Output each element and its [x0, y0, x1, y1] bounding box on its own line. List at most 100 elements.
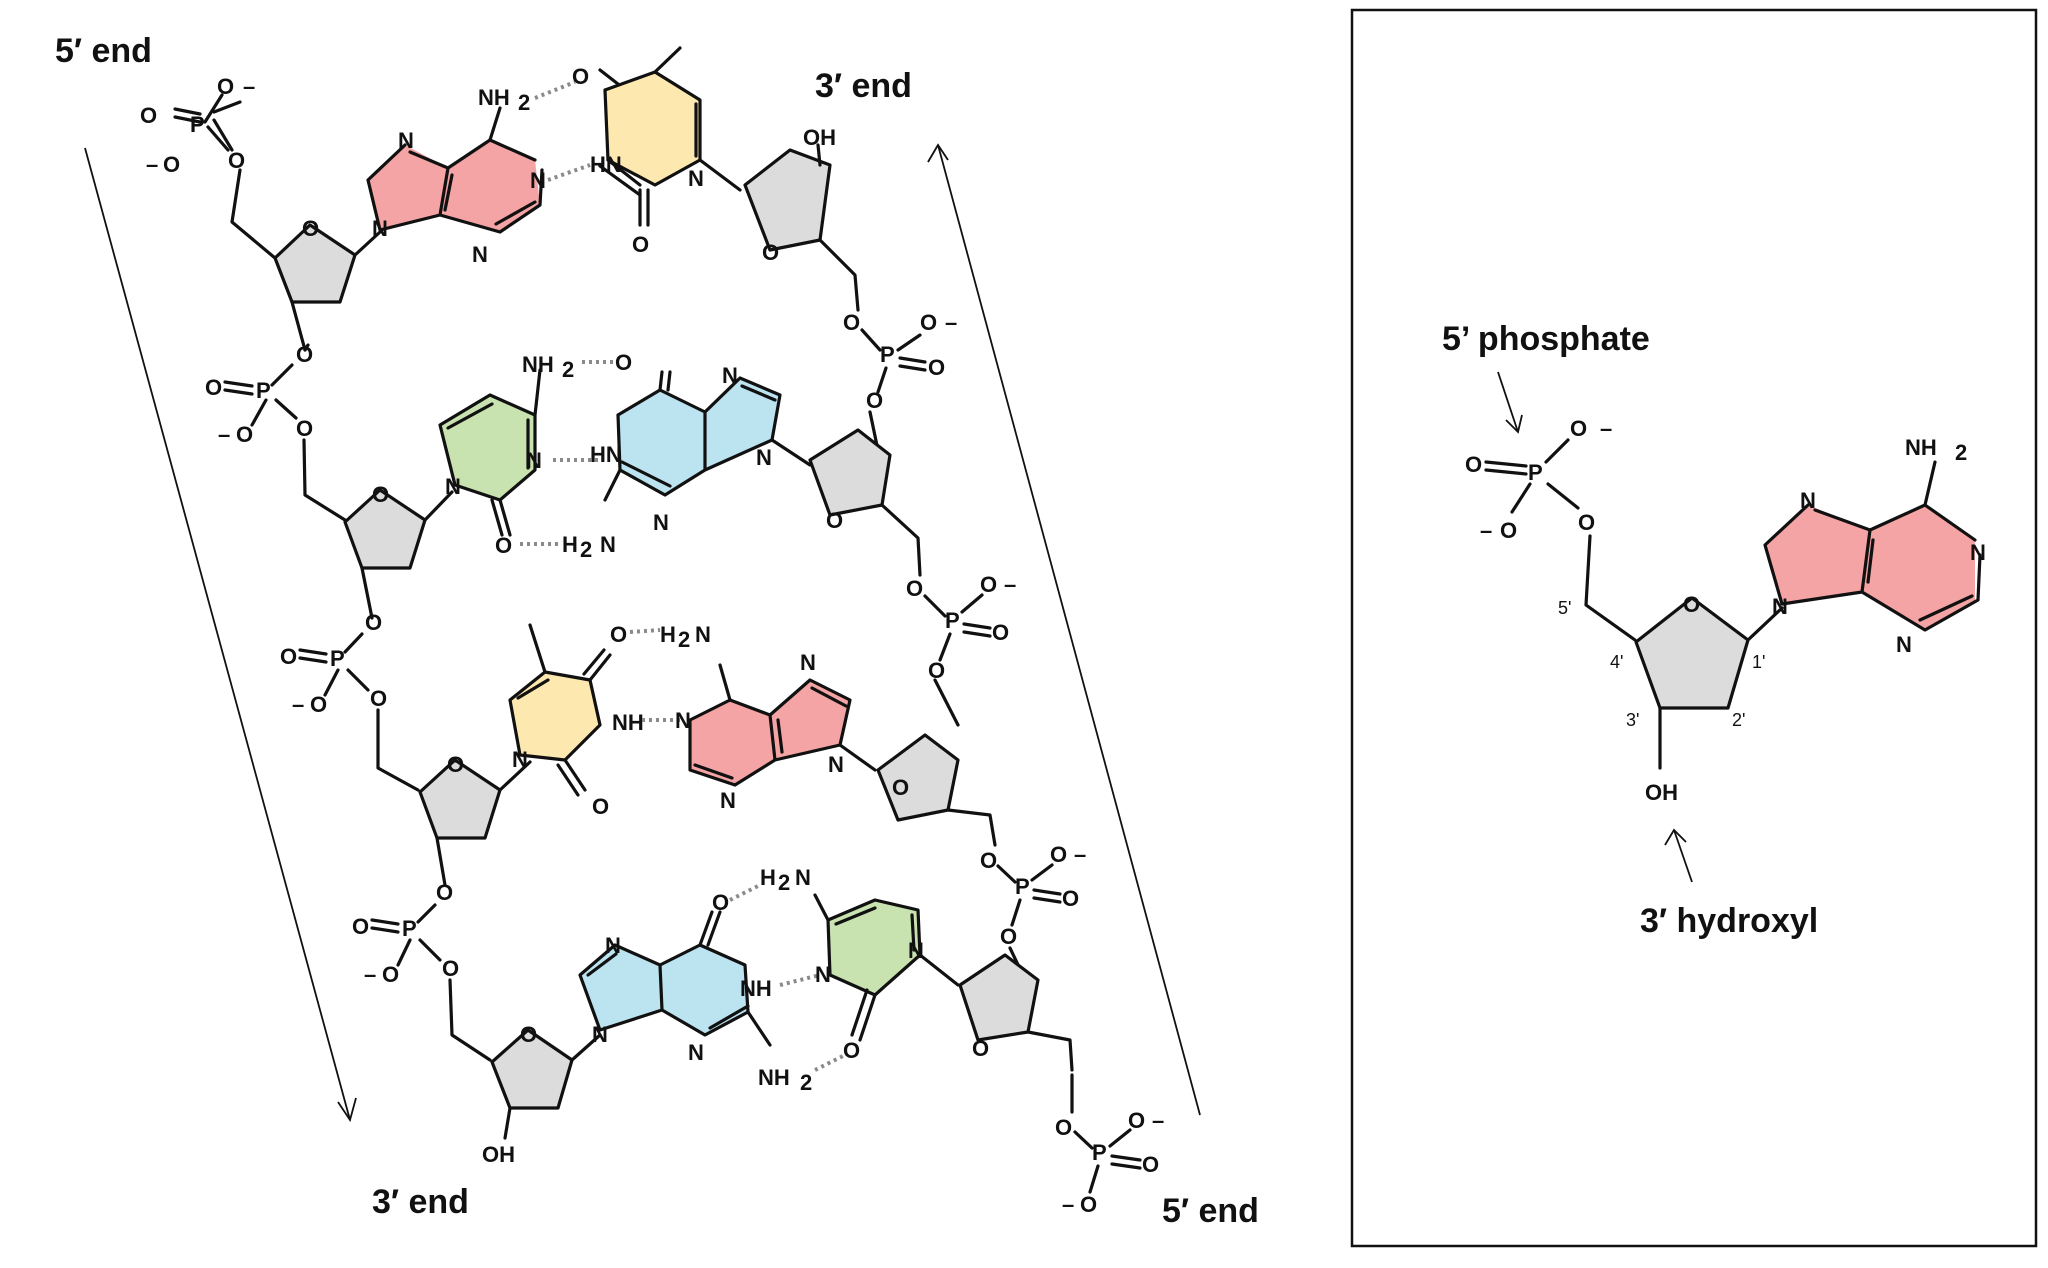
hydrogen-atom: H [660, 622, 676, 647]
subscript-2: 2 [678, 627, 690, 652]
minus-sign: – [1600, 416, 1612, 441]
atom-o: O [980, 572, 997, 597]
deoxyribose-sugar: O [273, 216, 382, 352]
hydrogen-bond [814, 1053, 846, 1072]
phosphate-group: O P O – O O [906, 572, 1016, 727]
adenine-base: N N N N NH 2 [1763, 435, 1986, 657]
atom-n: N [688, 166, 704, 191]
atom-o: O [280, 644, 297, 669]
subscript-2: 2 [778, 870, 790, 895]
atom-n: N [526, 448, 542, 473]
guanine-base: N N N O NH NH 2 [578, 890, 812, 1095]
atom-nh: NH [612, 710, 644, 735]
atom-o: O [302, 216, 319, 241]
phosphate-group: O P O – O O – [1055, 1073, 1164, 1217]
atom-n: N [720, 788, 736, 813]
left-strand-5-end-label: 5′ end [55, 32, 152, 70]
atom-o: O [1080, 1192, 1097, 1217]
atom-o: O [928, 355, 945, 380]
atom-o: O [892, 775, 909, 800]
hydroxyl-label: 3′ hydroxyl [1640, 902, 1818, 940]
phosphate-group: O P O – O – O [1465, 416, 1637, 642]
atom-o: O [205, 375, 222, 400]
atom-n: N [756, 445, 772, 470]
atom-p: P [190, 112, 205, 137]
minus-sign: – [1480, 518, 1492, 543]
phosphate-label: 5’ phosphate [1442, 320, 1650, 358]
deoxyribose-sugar: O OH [743, 125, 860, 312]
atom-o: O [1142, 1152, 1159, 1177]
atom-o: O [712, 890, 729, 915]
atom-o: O [442, 956, 459, 981]
thymine-base: N O NH O [508, 622, 644, 819]
atom-p: P [1015, 874, 1030, 899]
atom-o: O [228, 148, 245, 173]
minus-sign: – [292, 692, 304, 717]
atom-n: N [372, 216, 388, 241]
atom-o: O [495, 533, 512, 558]
subscript-2: 2 [800, 1070, 812, 1095]
atom-o: O [615, 350, 632, 375]
atom-n: N [605, 933, 621, 958]
hydrogen-atom: H [562, 532, 578, 557]
adenine-base: H 2 N N N N N [660, 622, 877, 813]
minus-sign: – [1152, 1108, 1164, 1133]
atom-o: O [843, 310, 860, 335]
nucleotide-inset-panel [1350, 8, 2038, 1248]
atom-n: N [530, 168, 546, 193]
right-strand-5-end-label: 5′ end [1162, 1192, 1259, 1230]
minus-sign: – [945, 310, 957, 335]
atom-o: O [992, 620, 1009, 645]
phosphate-group: O P O O – O [205, 342, 347, 522]
minus-sign: – [1074, 842, 1086, 867]
atom-n: N [1800, 488, 1816, 513]
atom-hn: HN [590, 442, 622, 467]
atom-n: N [1970, 540, 1986, 565]
atom-p: P [256, 378, 271, 403]
deoxyribose-sugar: O OH [482, 1022, 602, 1167]
thymine-base: O HN N O [572, 46, 742, 257]
guanine-base: O HN N N N H 2 N [562, 350, 812, 562]
atom-o: O [370, 686, 387, 711]
hydroxyl-group: OH [803, 125, 836, 150]
atom-o: O [236, 422, 253, 447]
atom-p: P [402, 916, 417, 941]
atom-o: O [906, 576, 923, 601]
atom-o: O [1465, 452, 1482, 477]
atom-o: O [762, 240, 779, 265]
atom-o: O [1683, 592, 1700, 617]
minus-sign: – [218, 422, 230, 447]
atom-n: N [512, 747, 528, 772]
atom-p: P [1528, 460, 1543, 485]
atom-o: O [296, 342, 313, 367]
atom-o: O [928, 658, 945, 683]
cytosine-base: N N O NH 2 [438, 352, 574, 558]
atom-o: O [610, 622, 627, 647]
atom-o: O [980, 848, 997, 873]
hydroxyl-pointer-arrow [1664, 828, 1693, 883]
carbon-label-5: 5' [1558, 598, 1571, 618]
minus-sign: – [146, 152, 158, 177]
atom-n: N [828, 752, 844, 777]
deoxyribose-sugar: O [418, 752, 532, 887]
atom-o: O [826, 508, 843, 533]
deoxyribose-sugar: O OH 5' 4' 3' 2' 1' [1558, 592, 1784, 805]
atom-n: N [800, 650, 816, 675]
atom-o: O [1062, 886, 1079, 911]
atom-p: P [330, 646, 345, 671]
atom-o: O [352, 914, 369, 939]
atom-p: P [945, 608, 960, 633]
carbon-label-1: 1' [1752, 652, 1765, 672]
atom-o: O [310, 692, 327, 717]
atom-o: O [1500, 518, 1517, 543]
atom-n: N [445, 474, 461, 499]
atom-n: N [472, 242, 488, 267]
atom-o: O [1050, 842, 1067, 867]
hydroxyl-group: OH [1645, 780, 1678, 805]
amino-group: NH [1905, 435, 1937, 460]
atom-nh: NH [740, 976, 772, 1001]
atom-n: N [688, 1040, 704, 1065]
atom-o: O [217, 74, 234, 99]
deoxyribose-sugar: O [958, 953, 1074, 1072]
atom-n: N [908, 938, 924, 963]
